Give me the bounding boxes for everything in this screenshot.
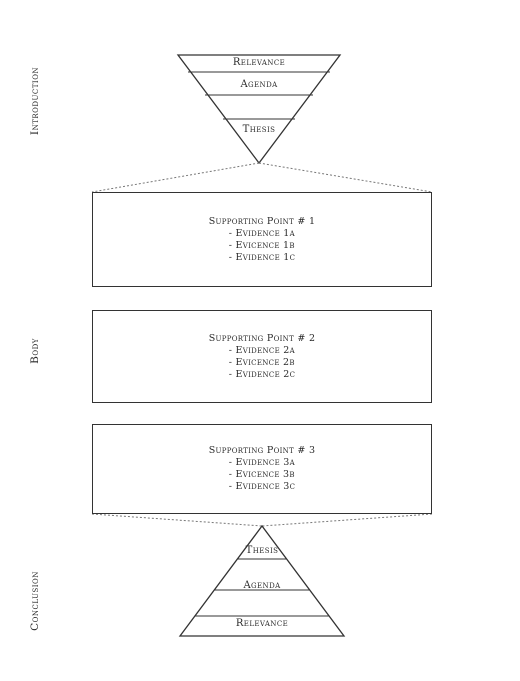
dotted-connector	[261, 513, 433, 527]
conclusion-row-relevance: Relevance	[235, 618, 289, 629]
section-label-body: Body	[29, 338, 41, 364]
evidence-item: - Evicence 2b	[228, 356, 295, 368]
evidence-list: - Evidence 1a - Evicence 1b - Evidence 1…	[229, 228, 296, 264]
evidence-item: - Evidence 3a	[228, 457, 296, 468]
evidence-item: - Evidence 1a	[228, 227, 296, 239]
evidence-list: - Evidence 3a - Evicence 3b - Evidence 3…	[229, 457, 296, 493]
evidence-item: - Evicence 1b	[228, 239, 295, 251]
section-label-introduction: Introduction	[29, 66, 41, 136]
conclusion-row-thesis: Thesis	[245, 545, 279, 556]
supporting-point-heading: Supporting Point # 2	[208, 332, 316, 344]
intro-row-agenda: Agenda	[240, 79, 278, 90]
intro-funnel-triangle	[176, 54, 342, 165]
conclusion-pyramid-triangle	[178, 524, 346, 637]
intro-row-thesis: Thesis	[242, 124, 276, 135]
supporting-point-heading: Supporting Point # 3	[208, 445, 316, 456]
evidence-item: - Evidence 2a	[228, 344, 296, 356]
evidence-item: - Evidence 1c	[228, 251, 296, 263]
evidence-item: - Evidence 3c	[228, 481, 296, 492]
dotted-connector	[91, 162, 260, 193]
intro-row-relevance: Relevance	[232, 57, 286, 68]
dotted-connector	[258, 162, 433, 193]
evidence-item: - Evicence 3b	[228, 469, 295, 480]
evidence-item: - Evidence 2c	[228, 368, 296, 380]
supporting-point-box-2: Supporting Point # 2 - Evidence 2a - Evi…	[92, 310, 432, 403]
conclusion-row-agenda: Agenda	[243, 580, 281, 591]
supporting-point-heading: Supporting Point # 1	[208, 215, 316, 227]
supporting-point-box-1: Supporting Point # 1 - Evidence 1a - Evi…	[92, 192, 432, 287]
supporting-point-box-3: Supporting Point # 3 - Evidence 3a - Evi…	[92, 424, 432, 514]
section-label-conclusion: Conclusion	[29, 571, 41, 631]
dotted-connector	[91, 513, 263, 527]
evidence-list: - Evidence 2a - Evicence 2b - Evidence 2…	[229, 345, 296, 381]
